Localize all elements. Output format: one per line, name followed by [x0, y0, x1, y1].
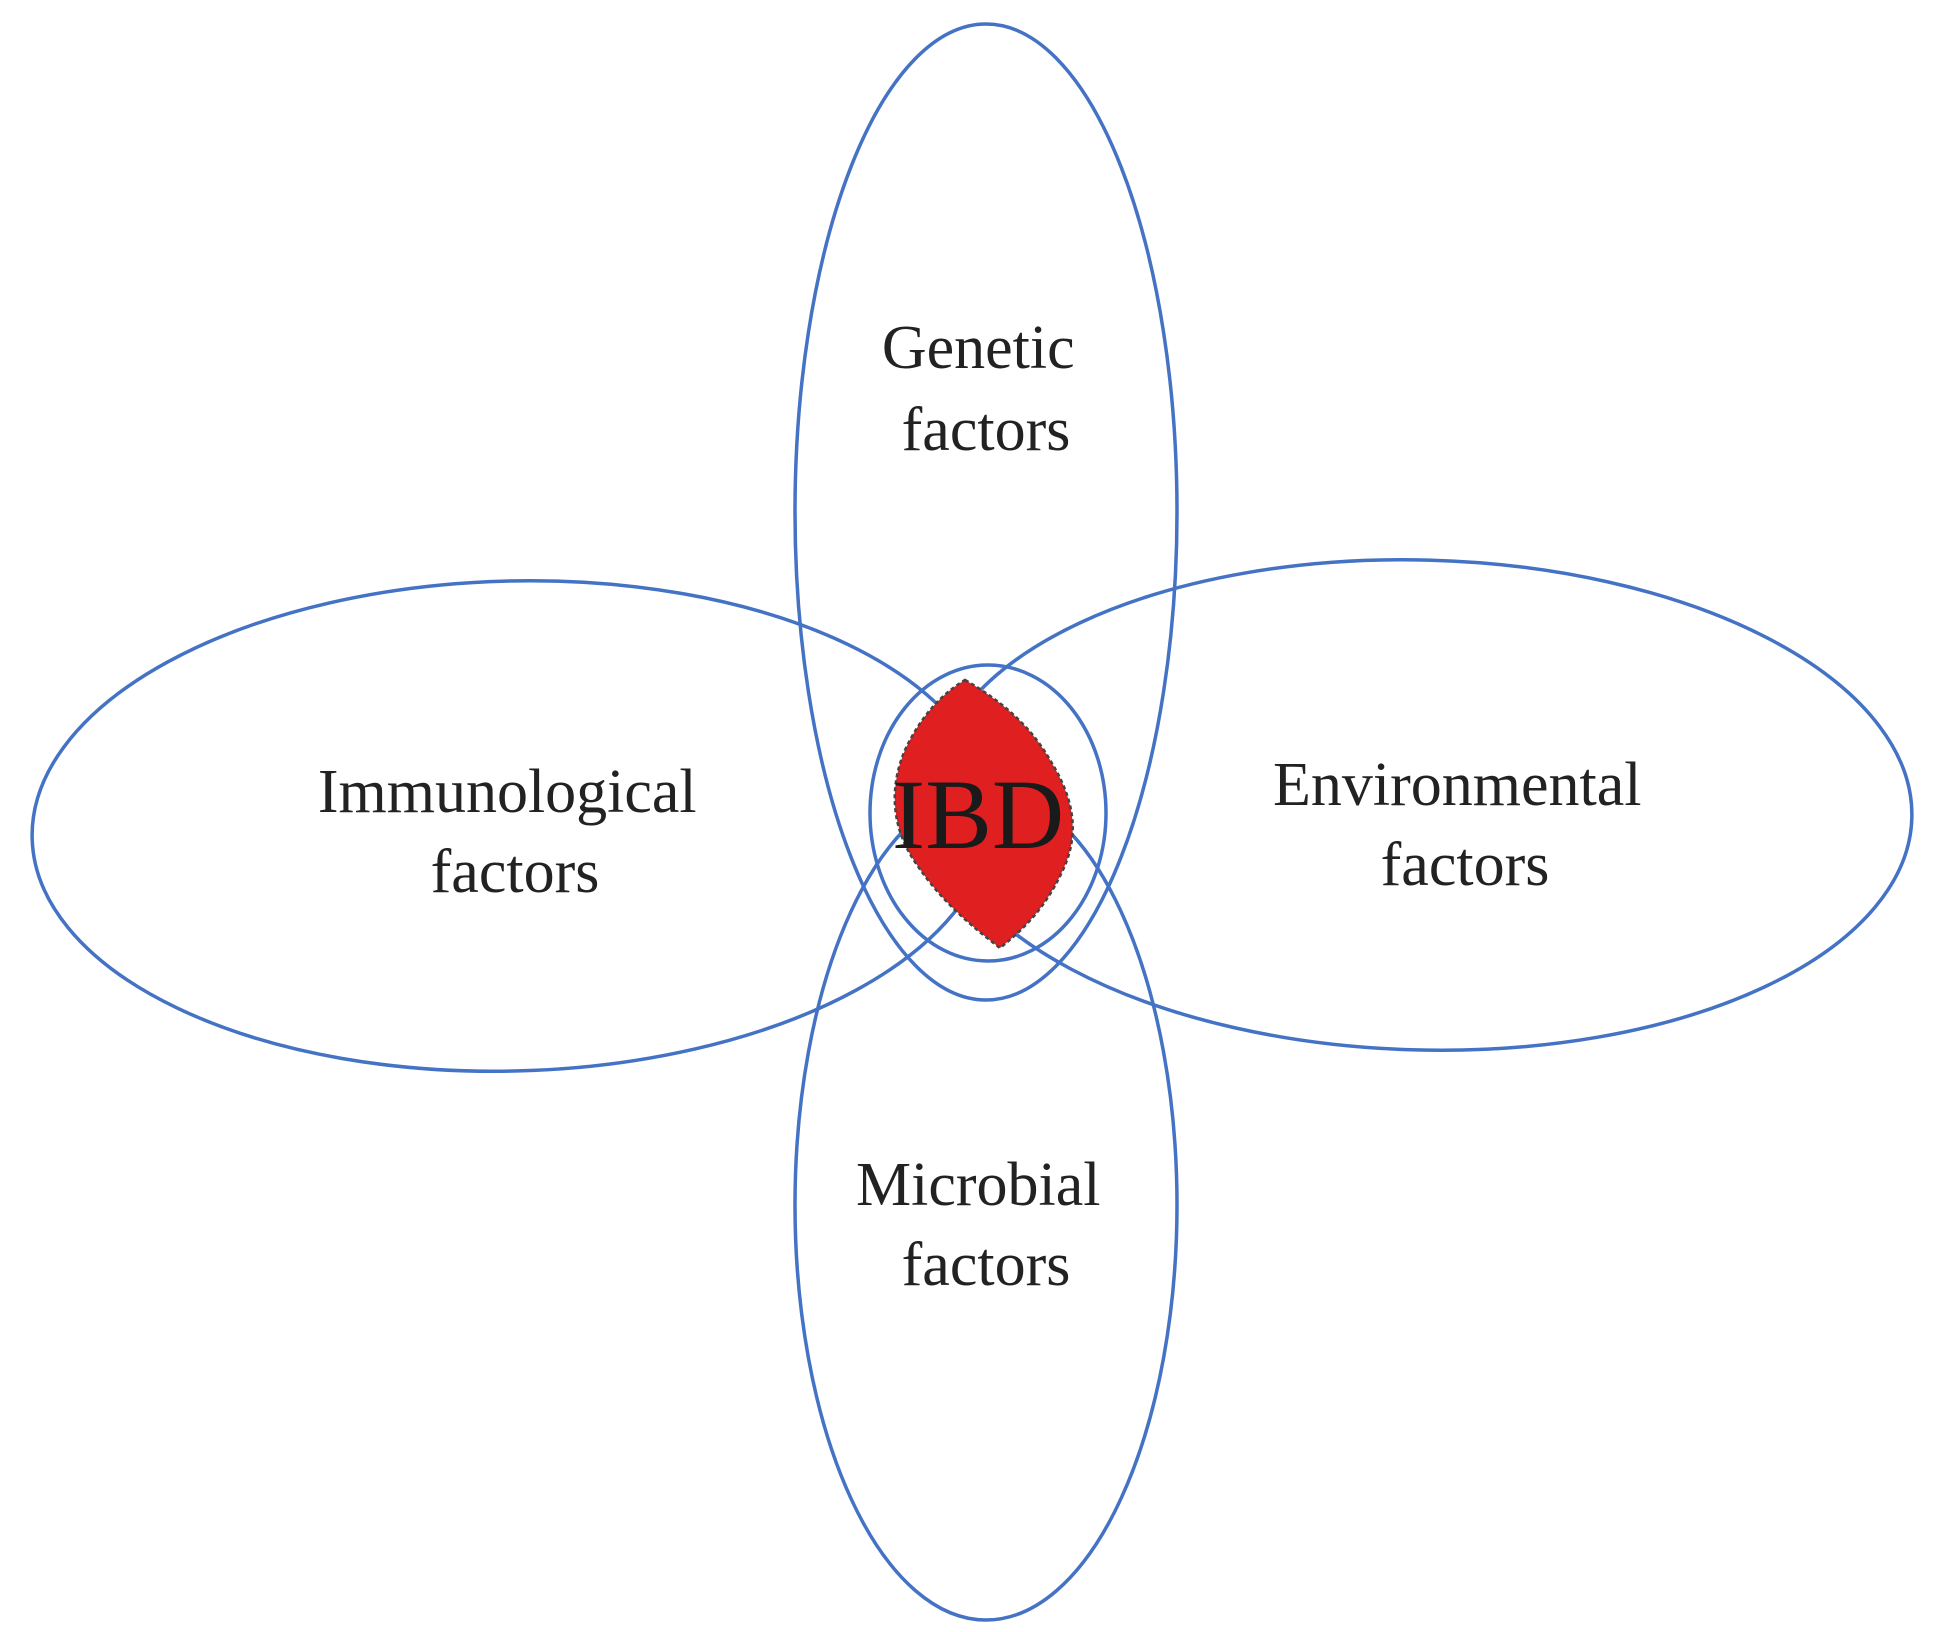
immunological-ellipse: [30, 579, 994, 1073]
genetic-label-line1: Genetic: [882, 314, 1075, 382]
ibd-intersection-shape: [893, 678, 1074, 950]
environmental-label-line2: factors: [1381, 831, 1550, 899]
environmental-label: Environmental factors: [1273, 751, 1657, 899]
center-ring: [868, 663, 1108, 963]
immunological-label-line1: Immunological: [318, 758, 697, 826]
genetic-ellipse: [793, 22, 1179, 1002]
genetic-label: Genetic factors: [882, 314, 1090, 464]
immunological-label: Immunological factors: [318, 758, 712, 906]
microbial-label-line2: factors: [902, 1231, 1071, 1299]
ibd-label: IBD: [892, 759, 1064, 870]
environmental-label-line1: Environmental: [1273, 751, 1641, 819]
microbial-label: Microbial factors: [856, 1151, 1116, 1299]
genetic-label-line2: factors: [902, 396, 1071, 464]
microbial-label-line1: Microbial: [856, 1151, 1101, 1219]
immunological-label-line2: factors: [431, 838, 600, 906]
